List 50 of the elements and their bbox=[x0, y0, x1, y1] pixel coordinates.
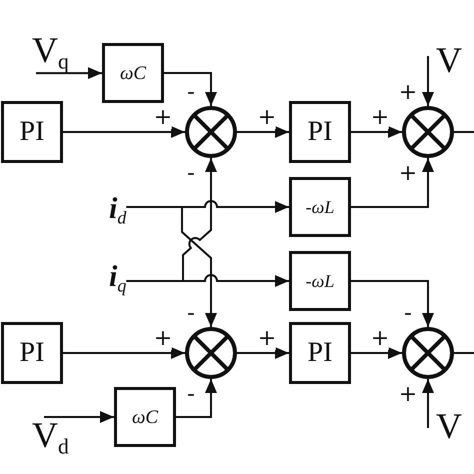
transfer-block bbox=[289, 322, 351, 384]
signal-line bbox=[454, 352, 474, 354]
summing-junction bbox=[185, 327, 237, 379]
signal-arrow bbox=[351, 158, 434, 208]
signal-label: i$_{d}$ bbox=[109, 194, 126, 226]
summing-junction bbox=[402, 106, 454, 158]
summing-junction bbox=[185, 106, 237, 158]
signal-arrow bbox=[44, 411, 114, 423]
signal-label: V$_{q}$ bbox=[32, 32, 69, 74]
signal-label: V$_{d}$ bbox=[32, 417, 69, 458]
transfer-block bbox=[289, 177, 351, 237]
signal-arrow bbox=[176, 379, 217, 418]
signal-label: V bbox=[436, 42, 462, 78]
signal-arrow bbox=[237, 347, 289, 359]
block-label: ωC bbox=[120, 64, 146, 82]
block-label: -ωL bbox=[306, 198, 334, 216]
signal-label: V bbox=[436, 408, 462, 444]
signal-arrow bbox=[422, 379, 434, 428]
signal-arrow bbox=[422, 56, 434, 106]
signal-arrow bbox=[63, 347, 185, 359]
sign-label: + bbox=[258, 107, 276, 129]
signal-arrow bbox=[126, 206, 217, 327]
transfer-block bbox=[289, 101, 351, 163]
sign-label: + bbox=[258, 328, 276, 350]
transfer-block bbox=[102, 43, 164, 103]
sign-label: + bbox=[154, 107, 172, 129]
signal-arrow bbox=[126, 274, 289, 287]
transfer-block bbox=[289, 251, 351, 311]
signal-arrow bbox=[351, 347, 402, 359]
transfer-block bbox=[1, 322, 63, 384]
signal-arrow bbox=[36, 67, 102, 80]
signal-label: i$_{q}$ bbox=[109, 262, 126, 294]
block-label: PI bbox=[20, 339, 44, 367]
signal-arrow bbox=[63, 126, 185, 138]
sign-label: + bbox=[154, 328, 172, 350]
signal-arrow bbox=[164, 72, 217, 106]
transfer-block bbox=[114, 387, 176, 447]
block-label: PI bbox=[308, 118, 332, 146]
transfer-block bbox=[1, 101, 63, 163]
block-label: -ωL bbox=[306, 272, 334, 290]
block-label: PI bbox=[20, 118, 44, 146]
sign-label: + bbox=[370, 328, 390, 350]
signal-arrow bbox=[351, 126, 402, 138]
signal-arrow bbox=[237, 126, 289, 138]
signal-line bbox=[454, 131, 474, 133]
sign-label: + bbox=[370, 107, 390, 129]
signal-arrow bbox=[351, 280, 434, 327]
block-label: PI bbox=[308, 339, 332, 367]
block-label: ωC bbox=[132, 408, 158, 426]
summing-junction bbox=[402, 327, 454, 379]
